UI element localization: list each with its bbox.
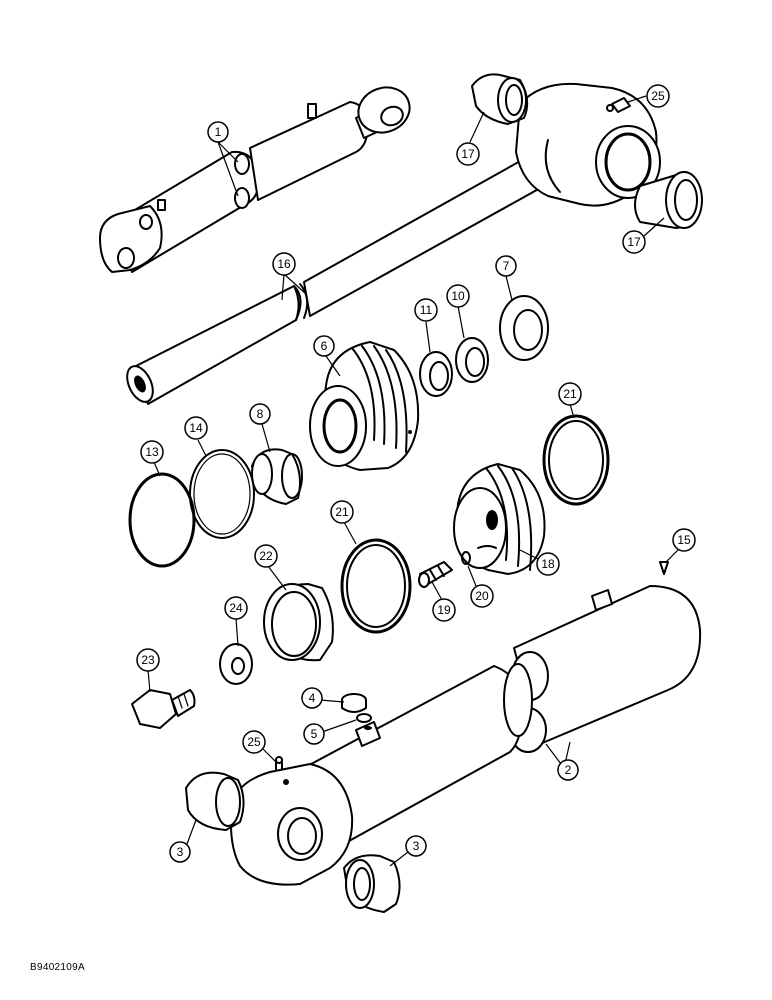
wiper-seal	[499, 295, 549, 361]
callout-17-lower: 17	[622, 230, 646, 254]
callout-18: 18	[536, 552, 560, 576]
callout-15: 15	[672, 528, 696, 552]
port-plug	[341, 693, 367, 713]
piston-rod	[126, 82, 661, 405]
svg-text:7: 7	[503, 259, 510, 273]
svg-text:19: 19	[437, 603, 451, 617]
svg-text:18: 18	[541, 557, 555, 571]
svg-text:13: 13	[145, 445, 159, 459]
callout-2: 2	[557, 759, 579, 781]
callout-19: 19	[432, 598, 456, 622]
backup-ring	[419, 351, 453, 397]
svg-text:24: 24	[229, 601, 243, 615]
callout-22: 22	[254, 544, 278, 568]
o-ring-large	[128, 472, 196, 568]
svg-text:8: 8	[257, 407, 264, 421]
callout-3-upper: 3	[169, 841, 191, 863]
callout-4: 4	[301, 687, 323, 709]
bushing-upper	[471, 73, 529, 125]
svg-text:5: 5	[311, 727, 318, 741]
callout-24: 24	[224, 596, 248, 620]
callout-17-upper: 17	[456, 142, 480, 166]
piston-seal-upper	[542, 414, 610, 506]
hex-bolt	[131, 689, 196, 729]
svg-text:1: 1	[215, 125, 222, 139]
assembled-cylinder	[99, 86, 411, 273]
set-screw	[659, 561, 669, 575]
svg-text:6: 6	[321, 339, 328, 353]
small-o-ring	[461, 551, 471, 565]
svg-text:16: 16	[277, 257, 291, 271]
svg-text:22: 22	[259, 549, 273, 563]
figure-reference-code: B9402109A	[30, 962, 85, 973]
svg-text:21: 21	[335, 505, 349, 519]
svg-text:3: 3	[177, 845, 184, 859]
svg-text:25: 25	[651, 89, 665, 103]
callout-3-lower: 3	[405, 835, 427, 857]
callout-13: 13	[140, 440, 164, 464]
plug-o-ring	[356, 713, 372, 723]
wear-ring	[263, 583, 334, 662]
svg-text:23: 23	[141, 653, 155, 667]
svg-text:14: 14	[189, 421, 203, 435]
callout-7: 7	[495, 255, 517, 277]
callout-25-lower: 25	[242, 730, 266, 754]
callout-21-upper: 21	[558, 382, 582, 406]
callout-11: 11	[414, 298, 438, 322]
svg-text:17: 17	[461, 147, 475, 161]
svg-text:21: 21	[563, 387, 577, 401]
callout-23: 23	[136, 648, 160, 672]
callout-5: 5	[303, 723, 325, 745]
piston-seal-lower	[340, 538, 412, 634]
callout-8: 8	[249, 403, 271, 425]
cylinder-barrel	[230, 585, 702, 886]
callout-10: 10	[446, 284, 470, 308]
gland	[309, 341, 420, 471]
base-bushing-upper	[185, 771, 245, 831]
callout-16: 16	[272, 252, 296, 276]
rod-seal	[455, 337, 489, 383]
callout-25-upper: 25	[646, 84, 670, 108]
callout-21-lower: 21	[330, 500, 354, 524]
bushing-lower	[634, 171, 703, 229]
piston-fitting	[418, 561, 453, 588]
callout-6: 6	[313, 335, 335, 357]
svg-text:20: 20	[475, 589, 489, 603]
grease-fitting-upper	[606, 97, 631, 113]
svg-text:4: 4	[309, 691, 316, 705]
svg-text:25: 25	[247, 735, 261, 749]
piston	[453, 463, 546, 575]
svg-text:10: 10	[451, 289, 465, 303]
svg-text:11: 11	[420, 303, 433, 317]
callout-1: 1	[207, 121, 229, 143]
svg-text:17: 17	[627, 235, 641, 249]
backup-ring-large	[189, 449, 255, 539]
base-bushing-lower	[343, 854, 401, 913]
washer	[219, 643, 253, 685]
svg-text:15: 15	[677, 533, 691, 547]
svg-text:2: 2	[565, 763, 572, 777]
callout-20: 20	[470, 584, 494, 608]
gland-bushing	[251, 448, 303, 505]
callout-14: 14	[184, 416, 208, 440]
svg-text:3: 3	[413, 839, 420, 853]
